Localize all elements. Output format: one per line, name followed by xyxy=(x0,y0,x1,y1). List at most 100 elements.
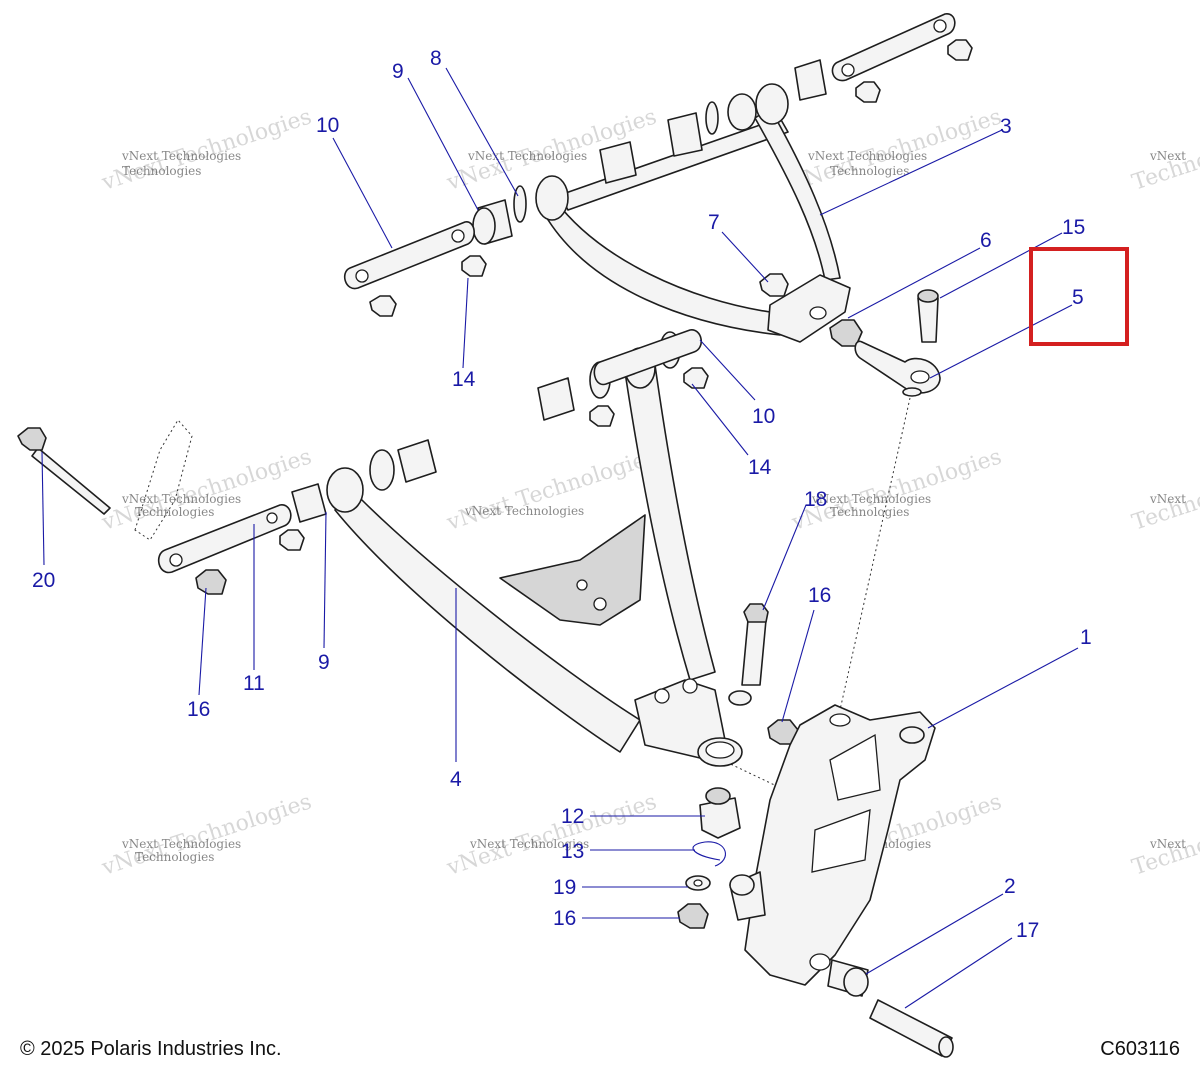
lower-a-arm-front-tube xyxy=(334,487,641,753)
callout-12[interactable]: 12 xyxy=(561,805,584,828)
long-bolt xyxy=(31,447,111,515)
hex-bolt xyxy=(741,619,767,686)
knuckle-hole xyxy=(682,678,698,694)
upper-a-arm-group xyxy=(343,13,973,347)
callout-16[interactable]: 16 xyxy=(187,698,210,721)
upper-a-arm-rear-tube xyxy=(754,107,841,281)
callout-11[interactable]: 11 xyxy=(243,672,265,695)
watermark-small: vNext xyxy=(1149,492,1186,506)
drawing-number: C603116 xyxy=(1100,1038,1180,1060)
watermark-small: vNext Technologies xyxy=(467,149,587,163)
leader-line xyxy=(865,893,1004,975)
lower-arm-bushing-collar xyxy=(326,467,364,513)
callout-20[interactable]: 20 xyxy=(32,569,55,592)
washer-hole xyxy=(693,879,703,887)
plate-hole xyxy=(169,553,183,567)
knuckle-hole xyxy=(654,688,670,704)
callout-19[interactable]: 19 xyxy=(553,876,576,899)
callout-9[interactable]: 9 xyxy=(318,651,330,674)
mounting-plate xyxy=(831,13,956,82)
tie-rod-stud xyxy=(902,387,922,397)
callout-4[interactable]: 4 xyxy=(450,768,462,791)
svg-text:vNext Technologies: vNext Technologies xyxy=(443,444,660,536)
upper-a-arm-knuckle xyxy=(767,274,851,343)
leader-line xyxy=(819,129,1003,216)
leader-line xyxy=(762,504,807,611)
ball-joint-stack xyxy=(677,787,741,929)
callouts: 10 9 8 3 7 6 15 5 14 10 14 18 16 1 20 11… xyxy=(32,47,1092,942)
callout-1[interactable]: 1 xyxy=(1080,626,1092,649)
callout-14[interactable]: 14 xyxy=(748,456,772,479)
long-bolt-group xyxy=(17,427,111,515)
bushing-end xyxy=(472,207,496,245)
plate-hole xyxy=(451,229,465,243)
watermark-small: vNext Technologies xyxy=(121,837,241,851)
ball-joint-stud xyxy=(705,787,731,805)
callout-16[interactable]: 16 xyxy=(808,584,831,607)
callout-9[interactable]: 9 xyxy=(392,60,404,83)
leader-line xyxy=(781,609,815,723)
leader-line xyxy=(699,339,756,401)
watermark-small: Technologies xyxy=(830,164,909,178)
watermark-small: Technologies xyxy=(122,164,201,178)
spindle-top-hole xyxy=(829,713,851,727)
callout-18[interactable]: 18 xyxy=(804,488,827,511)
watermark: vNext Technologies xyxy=(443,444,660,536)
gusset-hole xyxy=(576,579,588,591)
watermark-small: vNext xyxy=(1149,837,1186,851)
leader-line xyxy=(198,587,207,696)
spindle-ear xyxy=(899,726,925,744)
flange-nut xyxy=(677,903,709,929)
pin-end xyxy=(938,1036,954,1058)
mounting-plate xyxy=(343,221,475,290)
callout-2[interactable]: 2 xyxy=(1004,875,1016,898)
bushing xyxy=(599,141,637,184)
watermark: vNext Technologies xyxy=(443,789,660,881)
callout-6[interactable]: 6 xyxy=(980,229,992,252)
bushing xyxy=(667,112,703,157)
leader-line xyxy=(927,647,1079,729)
lower-ball-joint-bore xyxy=(705,741,735,759)
nut xyxy=(461,255,487,277)
tie-rod-eye xyxy=(910,370,930,384)
callout-15[interactable]: 15 xyxy=(1062,216,1085,239)
mounting-plate xyxy=(157,504,292,574)
watermark-small: vNext Technologies xyxy=(469,837,589,851)
callout-10[interactable]: 10 xyxy=(752,405,775,428)
callout-17[interactable]: 17 xyxy=(1016,919,1039,942)
callout-3[interactable]: 3 xyxy=(1000,115,1012,138)
leader-lines xyxy=(41,67,1079,1009)
svg-text:vNext Technologies: vNext Technologies xyxy=(98,789,315,881)
leader-line xyxy=(332,137,393,249)
watermark: vNext Technologies xyxy=(98,789,315,881)
leader-line xyxy=(721,231,769,283)
leader-line xyxy=(904,937,1013,1009)
spindle-bottom-hole xyxy=(809,953,831,971)
callout-7[interactable]: 7 xyxy=(708,211,720,234)
watermark-small: vNext Technologies xyxy=(121,492,241,506)
plate-hole xyxy=(355,269,369,283)
plate-hole xyxy=(841,63,855,77)
upper-arm-bushing-collar xyxy=(755,83,789,125)
callout-8[interactable]: 8 xyxy=(430,47,442,70)
watermark-small: vNext xyxy=(1149,149,1186,163)
cap-screw xyxy=(917,297,939,343)
tie-rod-end xyxy=(854,340,941,394)
leader-line xyxy=(407,77,479,211)
leader-line xyxy=(691,383,749,456)
bushing xyxy=(537,377,575,421)
gusset-hole xyxy=(593,597,607,611)
callout-16[interactable]: 16 xyxy=(553,907,576,930)
upper-arm-bushing-collar xyxy=(535,175,569,221)
watermark-small: Technologies xyxy=(135,505,214,519)
alignment-line xyxy=(721,759,786,791)
callout-13[interactable]: 13 xyxy=(561,840,584,863)
callout-14[interactable]: 14 xyxy=(452,368,476,391)
leader-line xyxy=(847,247,981,319)
callout-5[interactable]: 5 xyxy=(1072,286,1084,309)
watermark-small: vNext Technologies xyxy=(464,504,584,518)
nut xyxy=(683,367,709,389)
cap-screw-head xyxy=(917,289,939,303)
callout-10[interactable]: 10 xyxy=(316,114,339,137)
